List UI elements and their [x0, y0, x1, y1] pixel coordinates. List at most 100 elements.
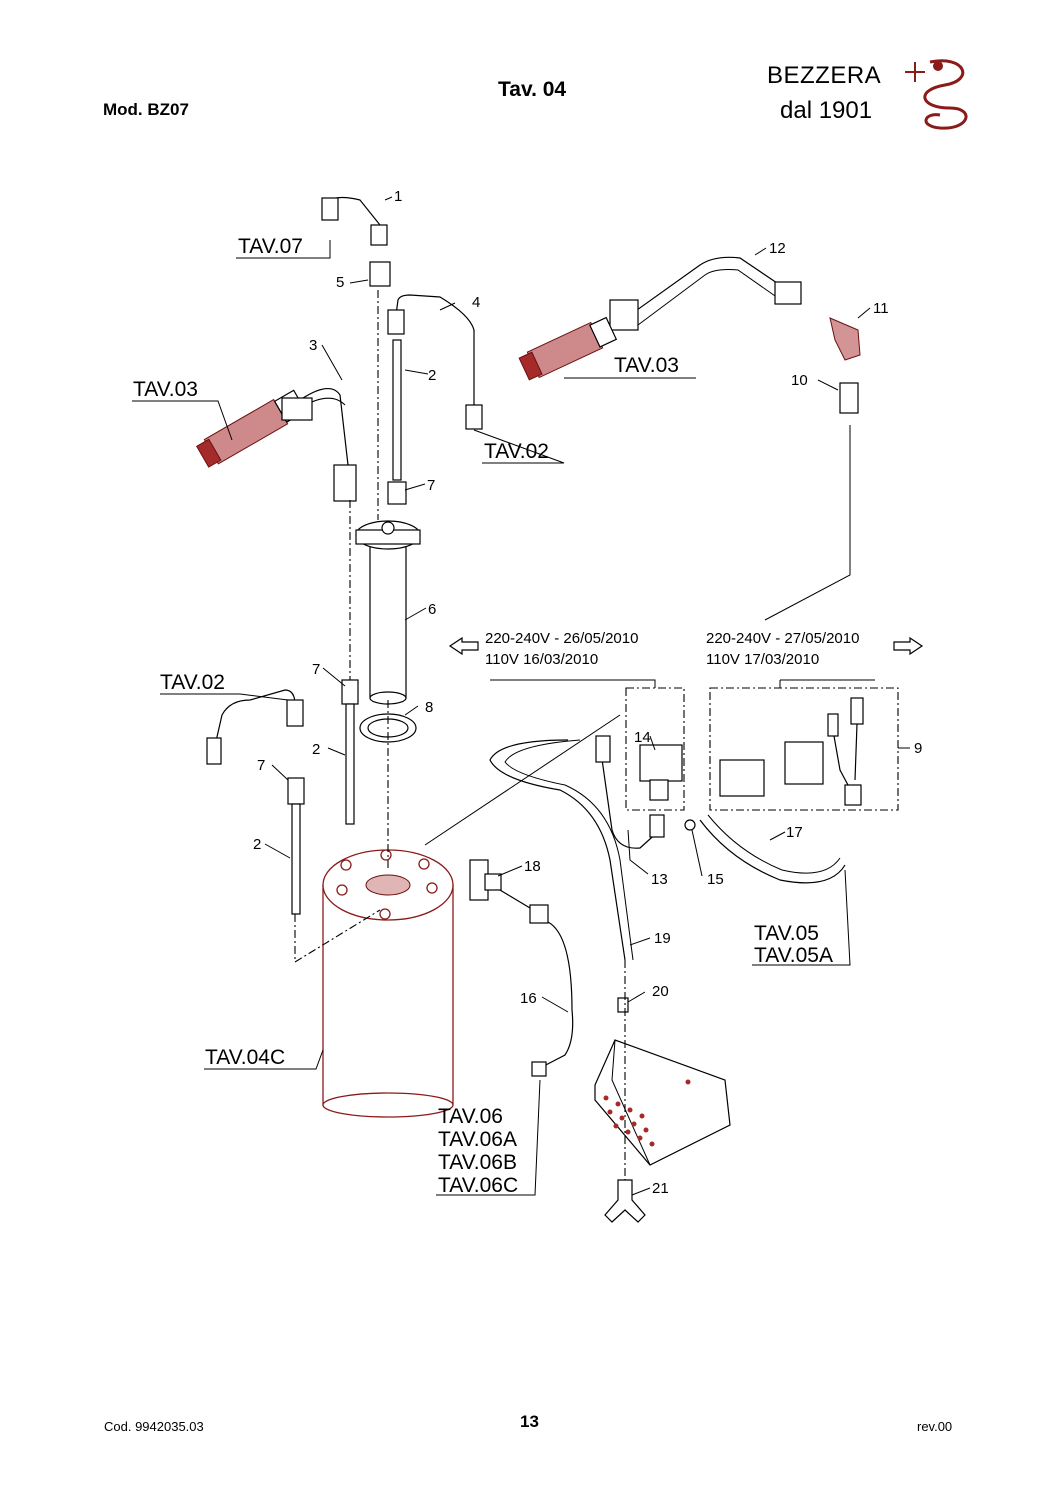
fitting: [595, 735, 611, 763]
arrow-left-icon: [448, 636, 479, 656]
tee-18-branch: [484, 873, 502, 891]
pipe-tav02-left: [213, 689, 296, 751]
part-number: 7: [312, 661, 320, 678]
revision-label: rev.00: [917, 1419, 953, 1434]
version-brackets: [490, 679, 875, 688]
part-number: 13: [651, 871, 668, 888]
leader-line: [424, 714, 621, 846]
pipe-4: [394, 294, 475, 405]
part-number: 16: [520, 990, 537, 1007]
arrow-right-icon: [893, 636, 924, 656]
valve-right: [518, 316, 618, 381]
leader-line: [764, 425, 851, 621]
elbow-11: [829, 317, 861, 361]
cable-16: [499, 889, 574, 1069]
y-fitting-21: [604, 1179, 646, 1223]
fitting: [465, 404, 483, 430]
clamp-15: [684, 819, 696, 831]
ref-tav03-left: TAV.03: [133, 378, 198, 401]
brand-since: dal 1901: [780, 97, 873, 124]
part-number: 17: [786, 824, 803, 841]
part-number: 7: [427, 477, 435, 494]
pipe-12: [629, 256, 781, 316]
solenoid-valve-9: [719, 697, 864, 806]
ref-tav05: TAV.05: [754, 922, 819, 945]
brand-name: BEZZERA: [767, 62, 882, 89]
pipe-13: [599, 744, 661, 849]
part-number: 12: [769, 240, 786, 257]
pipe-3: [299, 388, 349, 466]
part-number: 2: [428, 367, 436, 384]
fitting: [649, 814, 665, 838]
hose-19: [489, 739, 626, 961]
fitting-7: [387, 481, 407, 505]
part-number: 2: [312, 741, 320, 758]
drip-tray: [594, 1039, 731, 1166]
fitting: [333, 464, 357, 502]
drip-tray-edge: [611, 1039, 651, 1166]
version-right-line2: 110V 17/03/2010: [706, 651, 819, 668]
ref-tav06b: TAV.06B: [438, 1151, 517, 1174]
probe-2: [291, 803, 301, 915]
hose-17-edge: [707, 814, 841, 874]
fitting: [774, 281, 802, 305]
part-number: 1: [394, 188, 402, 205]
ref-tav02-top: TAV.02: [484, 440, 549, 463]
probe-2: [345, 703, 355, 825]
probe-connector: [529, 904, 549, 924]
document-code: Cod. 9942035.03: [104, 1419, 204, 1434]
callout-leaders: [264, 196, 910, 1196]
heat-exchanger-tube: [355, 520, 421, 705]
probe-2: [392, 339, 402, 481]
part-number: 11: [873, 300, 889, 317]
part-numbers: 1 2 3 4 5 6 7 8 9 10 11 12 13 14 15 16 1…: [253, 188, 922, 1197]
part-number: 10: [791, 372, 808, 389]
part-number: 9: [914, 740, 922, 757]
version-left-line2: 110V 16/03/2010: [485, 651, 598, 668]
ref-tav02-left: TAV.02: [160, 671, 225, 694]
fitting: [370, 224, 388, 246]
version-right-line1: 220-240V - 27/05/2010: [706, 630, 859, 647]
part-number: 21: [652, 1180, 669, 1197]
ref-tav04c: TAV.04C: [205, 1046, 285, 1069]
part-number: 5: [336, 274, 344, 291]
table-title: Tav. 04: [498, 78, 567, 101]
page-number: 13: [520, 1412, 539, 1431]
ref-tav06c: TAV.06C: [438, 1174, 518, 1197]
model-label: Mod. BZ07: [103, 100, 189, 119]
version-left-line1: 220-240V - 26/05/2010: [485, 630, 638, 647]
part-number: 3: [309, 337, 317, 354]
solenoid-box-right: [709, 687, 899, 811]
fitting: [609, 299, 639, 331]
clip-20: [617, 997, 629, 1013]
part-number: 15: [707, 871, 724, 888]
fitting-5: [369, 261, 391, 287]
part-number: 2: [253, 836, 261, 853]
ref-tav07: TAV.07: [238, 235, 303, 258]
fitting: [206, 737, 222, 765]
part-number: 8: [425, 699, 433, 716]
hose-19-edge: [504, 739, 634, 961]
fitting-10: [839, 382, 859, 414]
fitting: [321, 197, 339, 221]
fitting-7: [287, 777, 305, 805]
part-number: 4: [472, 294, 480, 311]
ref-tav06: TAV.06: [438, 1105, 503, 1128]
solenoid-valve-14: [639, 744, 683, 801]
ref-tav03-right: TAV.03: [614, 354, 679, 377]
hose-17: [699, 819, 846, 884]
boiler: [322, 849, 454, 1118]
valve-body-left: [281, 397, 313, 421]
fitting-7: [341, 679, 359, 705]
version-labels: 220-240V - 26/05/2010 110V 16/03/2010 22…: [485, 630, 859, 668]
bezzera-serpent-logo: [905, 59, 968, 130]
fitting: [286, 699, 304, 727]
drip-tray-holes: [603, 1079, 691, 1147]
ref-tav06a: TAV.06A: [438, 1128, 517, 1151]
pipe-12-edge: [637, 269, 779, 326]
ref-tav05a: TAV.05A: [754, 944, 833, 967]
part-number: 7: [257, 757, 265, 774]
fitting: [387, 309, 405, 335]
reference-labels: TAV.07 TAV.03 TAV.03 TAV.02 TAV.02 TAV.0…: [133, 235, 833, 1197]
